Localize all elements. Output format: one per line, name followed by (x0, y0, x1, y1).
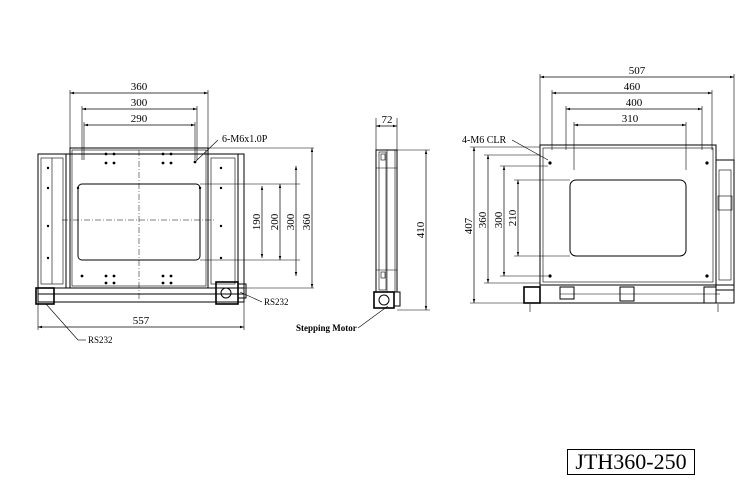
dim-300-front-label: 300 (493, 211, 505, 228)
front-right-rail (715, 159, 735, 291)
dim-200-label: 200 (269, 213, 281, 230)
base-plate-outline (37, 153, 245, 295)
dim-360-label: 360 (131, 81, 148, 93)
dim-360-v-label: 360 (301, 213, 313, 230)
mounting-holes (46, 152, 223, 285)
dim-360-front-label: 360 (477, 211, 489, 228)
front-motor-block (523, 286, 541, 304)
dim-507-label: 507 (629, 65, 646, 77)
side-view: 72 410 Stepping Motor (296, 114, 430, 333)
dim-400-label: 400 (626, 97, 643, 109)
dim-557-label: 557 (133, 315, 150, 327)
right-motor-block (215, 281, 239, 305)
top-view: 360 300 290 (35, 81, 314, 345)
front-plate-outline (539, 144, 717, 286)
clr-holes (548, 161, 709, 278)
left-motor-block (35, 287, 55, 305)
model-name-box: JTH360-250 (567, 449, 695, 475)
dim-190-label: 190 (251, 213, 263, 230)
front-view: 507 460 400 310 (462, 65, 735, 312)
model-name: JTH360-250 (575, 449, 687, 474)
clr-hole-label: 4-M6 CLR (462, 135, 507, 146)
side-motor-block (373, 291, 395, 309)
thread-spec-label: 6-M6x1.0P (222, 134, 268, 145)
dim-210-label: 210 (507, 209, 519, 226)
rs232-bottom-label: RS232 (88, 335, 113, 345)
dim-310-label: 310 (622, 113, 639, 125)
dim-300-label: 300 (131, 97, 148, 109)
rs232-right-label: RS232 (264, 297, 289, 307)
dim-410-label: 410 (415, 221, 427, 238)
dim-72-label: 72 (382, 114, 393, 126)
dim-290-label: 290 (131, 113, 148, 125)
dim-407-label: 407 (463, 217, 475, 234)
stepping-motor-label: Stepping Motor (296, 323, 357, 333)
dim-460-label: 460 (624, 81, 641, 93)
front-aperture (569, 179, 687, 257)
dim-300-v-label: 300 (285, 213, 297, 230)
